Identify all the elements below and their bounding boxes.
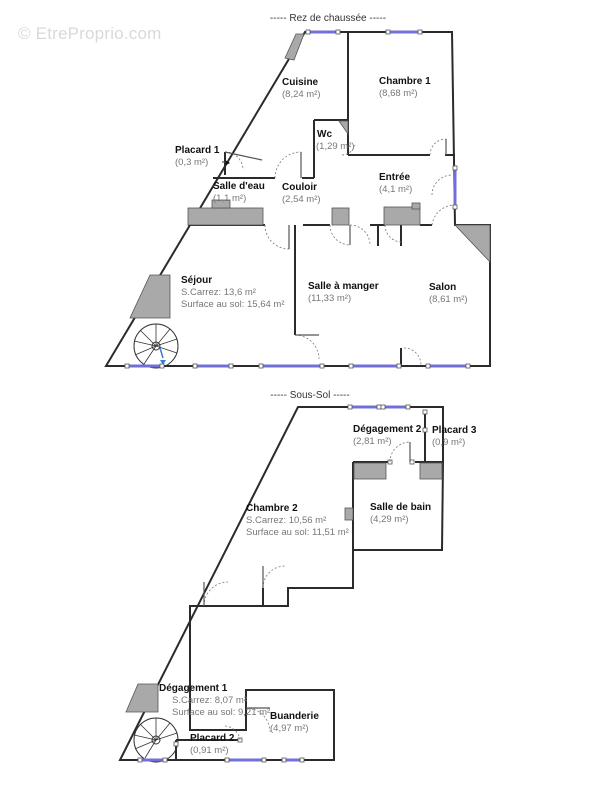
ground-doors	[222, 138, 456, 366]
svg-text:Salle d'eau: Salle d'eau	[213, 181, 265, 192]
ground-windows	[124, 29, 471, 369]
svg-text:Surface au sol: 9,21 m²: Surface au sol: 9,21 m²	[172, 707, 270, 718]
svg-text:(4,1 m²): (4,1 m²)	[379, 184, 412, 195]
svg-text:Surface au sol: 15,64 m²: Surface au sol: 15,64 m²	[181, 299, 285, 310]
svg-text:(0,9 m²): (0,9 m²)	[432, 437, 465, 448]
room-sejour: Séjour S.Carrez: 13,6 m² Surface au sol:…	[181, 275, 285, 310]
svg-text:Salle de bain: Salle de bain	[370, 502, 431, 513]
svg-text:(4,97 m²): (4,97 m²)	[270, 723, 309, 734]
svg-text:(0,91 m²): (0,91 m²)	[190, 745, 229, 756]
room-degagement-2: Dégagement 2 (2,81 m²)	[353, 424, 422, 447]
room-placard-3: Placard 3 (0,9 m²)	[432, 425, 477, 448]
room-salle-a-manger: Salle à manger (11,33 m²)	[308, 281, 379, 304]
level-title-basement: ----- Sous-Sol -----	[270, 390, 349, 401]
svg-text:(2,81 m²): (2,81 m²)	[353, 436, 392, 447]
room-salle-de-bain: Salle de bain (4,29 m²)	[370, 502, 431, 525]
svg-text:Placard 3: Placard 3	[432, 425, 477, 436]
svg-text:Chambre 2: Chambre 2	[246, 503, 298, 514]
room-chambre-2: Chambre 2 S.Carrez: 10,56 m² Surface au …	[246, 503, 349, 538]
svg-text:Chambre 1: Chambre 1	[379, 76, 431, 87]
room-couloir: Couloir (2,54 m²)	[282, 182, 321, 205]
svg-text:Wc: Wc	[317, 129, 332, 140]
basement-built-ins	[125, 462, 443, 713]
svg-text:S.Carrez: 13,6 m²: S.Carrez: 13,6 m²	[181, 287, 256, 298]
ground-built-ins	[129, 33, 491, 319]
room-placard-2: Placard 2 (0,91 m²)	[190, 733, 235, 756]
svg-text:(8,68 m²): (8,68 m²)	[379, 88, 418, 99]
svg-text:(8,24 m²): (8,24 m²)	[282, 89, 321, 100]
svg-text:(4,29 m²): (4,29 m²)	[370, 514, 409, 525]
room-salle-d-eau: Salle d'eau (1,1 m²)	[213, 181, 265, 204]
svg-text:Placard 2: Placard 2	[190, 733, 235, 744]
watermark: © EtreProprio.com	[18, 24, 162, 43]
basement-interior-walls	[175, 410, 443, 760]
svg-text:S.Carrez: 10,56 m²: S.Carrez: 10,56 m²	[246, 515, 326, 526]
basement-outer-wall	[118, 406, 444, 761]
svg-text:Entrée: Entrée	[379, 172, 411, 183]
room-salon: Salon (8,61 m²)	[429, 282, 468, 305]
svg-text:Couloir: Couloir	[282, 182, 317, 193]
svg-text:(8,61 m²): (8,61 m²)	[429, 294, 468, 305]
svg-text:Dégagement 2: Dégagement 2	[353, 424, 422, 435]
room-degagement-1: Dégagement 1 S.Carrez: 8,07 m² Surface a…	[159, 683, 270, 718]
room-placard-1: Placard 1 (0,3 m²)	[175, 145, 220, 168]
svg-text:(1,1 m²): (1,1 m²)	[213, 193, 246, 204]
svg-text:Séjour: Séjour	[181, 275, 212, 286]
svg-text:S.Carrez: 8,07 m²: S.Carrez: 8,07 m²	[172, 695, 247, 706]
svg-text:(2,54 m²): (2,54 m²)	[282, 194, 321, 205]
svg-text:Buanderie: Buanderie	[270, 711, 319, 722]
level-basement: ----- Sous-Sol -----	[118, 390, 477, 763]
svg-text:Salon: Salon	[429, 282, 456, 293]
room-cuisine: Cuisine (8,24 m²)	[282, 77, 321, 100]
room-wc: Wc (1,29 m²)	[316, 129, 355, 152]
level-ground-floor: ----- Rez de chaussée -----	[104, 13, 491, 369]
svg-text:Cuisine: Cuisine	[282, 77, 319, 88]
room-chambre-1: Chambre 1 (8,68 m²)	[379, 76, 431, 99]
room-buanderie: Buanderie (4,97 m²)	[270, 711, 319, 734]
basement-doors	[203, 441, 411, 741]
svg-text:Dégagement 1: Dégagement 1	[159, 683, 228, 694]
svg-text:(11,33 m²): (11,33 m²)	[308, 293, 351, 304]
basement-spiral-stair-icon	[133, 717, 179, 763]
svg-text:Surface au sol: 11,51 m²: Surface au sol: 11,51 m²	[246, 527, 349, 538]
svg-text:Salle à manger: Salle à manger	[308, 281, 379, 292]
ground-spiral-stair-icon	[133, 323, 179, 369]
svg-text:Placard 1: Placard 1	[175, 145, 220, 156]
svg-text:(1,29 m²): (1,29 m²)	[316, 141, 355, 152]
room-entree: Entrée (4,1 m²)	[379, 172, 412, 195]
level-title-ground: ----- Rez de chaussée -----	[270, 13, 386, 24]
svg-text:(0,3 m²): (0,3 m²)	[175, 157, 208, 168]
